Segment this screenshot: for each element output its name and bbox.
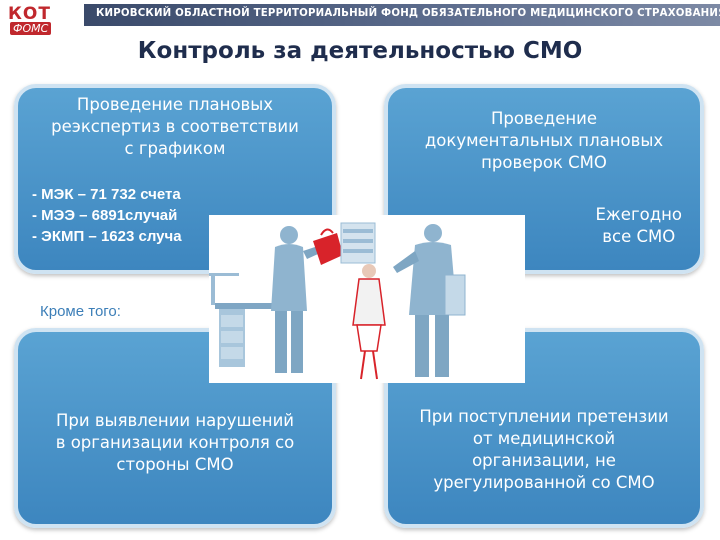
besides-label: Кроме того: [40, 303, 121, 320]
heading-line: стороны СМО [116, 455, 234, 474]
heading-line: проверок СМО [481, 153, 607, 172]
box-planned-reexpertise: Проведение плановых реэкспертиз в соотве… [14, 84, 336, 274]
man-right-figure-icon [393, 224, 466, 377]
box-heading: При выявлении нарушений в организации ко… [18, 410, 332, 476]
woman-figure-icon [340, 222, 386, 380]
office-illustration-svg [209, 222, 466, 380]
kot-foms-logo[interactable]: КОТ ФОМС [8, 4, 78, 38]
heading-line: от медицинской [472, 429, 616, 448]
desk-icon [209, 273, 285, 367]
logo-kot-text: КОТ [8, 4, 51, 24]
banner-text: КИРОВСКИЙ ОБЛАСТНОЙ ТЕРРИТОРИАЛЬНЫЙ ФОНД… [96, 8, 720, 19]
box-heading: Проведение документальных плановых прове… [388, 108, 700, 174]
page-title: Контроль за деятельностью СМО [137, 38, 583, 64]
man-left-figure-icon [271, 226, 329, 373]
heading-line: с графиком [124, 139, 226, 158]
header-banner: КИРОВСКИЙ ОБЛАСТНОЙ ТЕРРИТОРИАЛЬНЫЙ ФОНД… [84, 4, 720, 26]
office-people-illustration [209, 215, 525, 383]
red-bag-icon [313, 228, 343, 265]
box-heading: При поступлении претензии от медицинской… [388, 406, 700, 494]
stat-ekmp: - ЭКМП – 1623 случа [32, 228, 182, 245]
heading-line: При выявлении нарушений [55, 411, 295, 430]
logo-foms-text: ФОМС [10, 22, 52, 35]
heading-line: в организации контроля со [55, 433, 295, 452]
stats-list: - МЭК – 71 732 счета - МЭЭ – 6891случай … [32, 184, 182, 247]
heading-line: При поступлении претензии [419, 407, 669, 426]
heading-line: документальных плановых [424, 131, 664, 150]
heading-line: урегулированной со СМО [433, 473, 655, 492]
heading-line: Проведение [490, 109, 598, 128]
box-heading: Проведение плановых реэкспертиз в соотве… [18, 94, 332, 160]
heading-line: Проведение плановых [76, 95, 274, 114]
heading-line: организации, не [472, 451, 616, 470]
stat-mek: - МЭК – 71 732 счета [32, 186, 181, 203]
box-documentary-checks: Проведение документальных плановых прове… [384, 84, 704, 274]
yearly-line: Ежегодно [595, 205, 683, 224]
stat-mee: - МЭЭ – 6891случай [32, 207, 178, 224]
heading-line: реэкспертиз в соответствии [51, 117, 299, 136]
header: КОТ ФОМС КИРОВСКИЙ ОБЛАСТНОЙ ТЕРРИТОРИАЛ… [0, 0, 720, 38]
yearly-line: все СМО [602, 227, 676, 246]
yearly-note: Ежегодно все СМО [596, 204, 683, 248]
